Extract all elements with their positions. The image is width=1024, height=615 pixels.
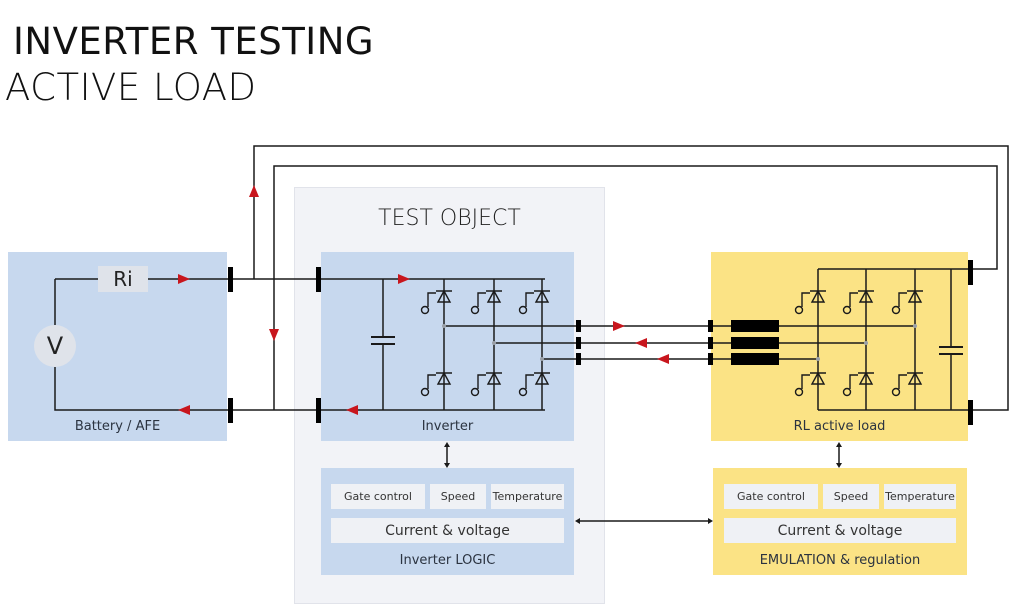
gate-terminal-icon xyxy=(470,387,480,397)
outer-loop-wire-2 xyxy=(273,165,998,279)
emu-chip-gate-control: Gate control xyxy=(724,484,818,509)
gate-terminal-icon xyxy=(420,387,430,397)
inv-chip-speed: Speed xyxy=(430,484,486,509)
inverter-label: Inverter xyxy=(421,419,474,434)
link-arrow-left xyxy=(575,518,580,524)
inductor-b-icon xyxy=(731,337,779,349)
gate-terminal-icon xyxy=(518,387,528,397)
flow-arrow-ri xyxy=(178,274,190,284)
inverter-logic-label: Inverter LOGIC xyxy=(399,553,496,568)
flow-arrow-up xyxy=(249,185,259,197)
flow-arrow-inv-return xyxy=(346,405,358,415)
flow-arrow-inv-in xyxy=(398,274,410,284)
gate-terminal-icon xyxy=(420,305,430,315)
emu-chip-speed: Speed xyxy=(823,484,879,509)
inverter-igbt-high-icon xyxy=(477,289,502,307)
connector-rl-pos xyxy=(968,260,973,285)
inductor-c-icon xyxy=(731,353,779,365)
gate-terminal-icon xyxy=(470,305,480,315)
inverter-igbt-high-icon xyxy=(427,289,452,307)
gate-terminal-icon xyxy=(842,305,852,315)
rl-igbt-low-icon xyxy=(849,371,874,389)
gate-terminal-icon xyxy=(842,387,852,397)
title-line-1: INVERTER TESTING xyxy=(13,20,375,63)
connector-battery-neg xyxy=(228,398,233,423)
inverter-igbt-low-icon xyxy=(525,371,550,389)
inv-chip-gate-control: Gate control xyxy=(331,484,425,509)
rl-igbt-low-icon xyxy=(898,371,923,389)
gate-terminal-icon xyxy=(891,387,901,397)
battery-wire-left xyxy=(54,279,230,411)
flow-arrow-phase-a xyxy=(613,321,625,331)
flow-arrow-phase-c xyxy=(657,354,669,364)
gate-terminal-icon xyxy=(794,387,804,397)
rl-igbt-high-icon xyxy=(898,289,923,307)
resistor-ri: Ri xyxy=(98,266,148,292)
rl-igbt-high-icon xyxy=(849,289,874,307)
flow-arrow-down xyxy=(269,329,279,341)
inv-chip-current-voltage: Current & voltage xyxy=(331,518,564,543)
gate-terminal-icon xyxy=(891,305,901,315)
inverter-igbt-low-icon xyxy=(427,371,452,389)
battery-label: Battery / AFE xyxy=(74,419,161,434)
link-arrow-right xyxy=(708,518,713,524)
voltage-source: V xyxy=(34,325,76,367)
connector-inv-neg xyxy=(316,398,321,423)
inductor-a-icon xyxy=(731,320,779,332)
rl-load-label: RL active load xyxy=(793,419,886,434)
connector-rl-neg xyxy=(968,400,973,425)
inverter-igbt-high-icon xyxy=(525,289,550,307)
rl-capacitor-icon xyxy=(939,346,963,355)
inv-chip-temperature: Temperature xyxy=(491,484,564,509)
test-object-title: TEST OBJECT xyxy=(378,206,521,231)
emu-chip-temperature: Temperature xyxy=(884,484,956,509)
title-line-2: ACTIVE LOAD xyxy=(5,66,257,109)
gate-terminal-icon xyxy=(794,305,804,315)
rl-igbt-low-icon xyxy=(801,371,826,389)
connector-inv-pos xyxy=(316,267,321,292)
inverter-capacitor-icon xyxy=(371,336,395,345)
outer-loop-wire-1 xyxy=(253,145,1009,411)
emu-chip-current-voltage: Current & voltage xyxy=(724,518,956,543)
flow-arrow-phase-b xyxy=(635,338,647,348)
rl-igbt-high-icon xyxy=(801,289,826,307)
inverter-igbt-low-icon xyxy=(477,371,502,389)
connector-battery-pos xyxy=(228,267,233,292)
flow-arrow-battery-return xyxy=(178,405,190,415)
gate-terminal-icon xyxy=(518,305,528,315)
emulation-logic-label: EMULATION & regulation xyxy=(759,553,921,568)
